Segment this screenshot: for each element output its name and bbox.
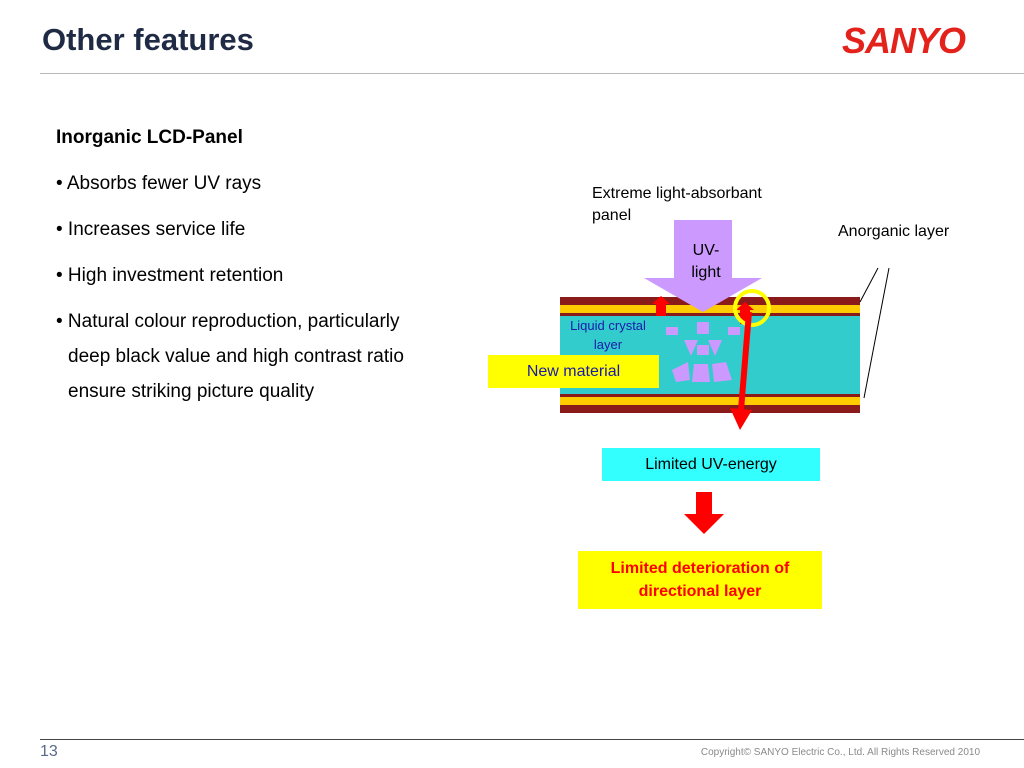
bullet-item: • High investment retention	[56, 265, 284, 286]
uv-path-arrow	[738, 311, 752, 411]
uv-path-arrowhead	[730, 408, 752, 430]
bullet-line: ensure striking picture quality	[68, 381, 315, 402]
down-arrow	[684, 492, 724, 534]
bullet-line: deep black value and high contrast ratio	[68, 346, 404, 367]
anorganic-layer-label: Anorganic layer	[838, 223, 950, 240]
leader-line	[863, 267, 890, 399]
small-red-arrow	[652, 296, 670, 316]
bullet-item-multiline: • Natural colour reproduction, particula…	[56, 304, 496, 409]
uv-light-arrow	[644, 220, 762, 312]
bullet-item: • Increases service life	[56, 219, 246, 240]
scatter-arrows	[666, 322, 740, 382]
panel-top-gold	[560, 305, 860, 313]
highlight-circle	[733, 289, 771, 327]
header-divider	[40, 73, 1024, 74]
feature-list: Inorganic LCD-Panel • Absorbs fewer UV r…	[56, 128, 496, 409]
result-box: Limited deterioration of directional lay…	[578, 551, 822, 609]
panel-bottom-maroon	[560, 405, 860, 413]
liquid-crystal-label: Liquid crystal layer	[570, 318, 646, 352]
page-number: 13	[40, 743, 58, 760]
panel-top-maroon-inner	[560, 313, 860, 316]
section-heading: Inorganic LCD-Panel	[56, 127, 243, 148]
leader-line	[859, 267, 879, 303]
limited-energy-box: Limited UV-energy	[602, 448, 820, 481]
bullet-line: • Natural colour reproduction, particula…	[56, 311, 400, 332]
panel-bottom-gold	[560, 397, 860, 405]
uv-light-label: UV- light	[691, 242, 721, 281]
bullet-item: • Absorbs fewer UV rays	[56, 173, 262, 194]
panel-label: Extreme light-absorbant panel	[592, 185, 762, 224]
new-material-label: New material	[488, 355, 659, 388]
copyright-notice: Copyright© SANYO Electric Co., Ltd. All …	[700, 747, 980, 758]
sanyo-logo: SANYO	[842, 20, 966, 61]
page-title: Other features	[42, 22, 254, 57]
panel-bottom-maroon-inner	[560, 394, 860, 397]
footer-divider	[40, 739, 1024, 740]
